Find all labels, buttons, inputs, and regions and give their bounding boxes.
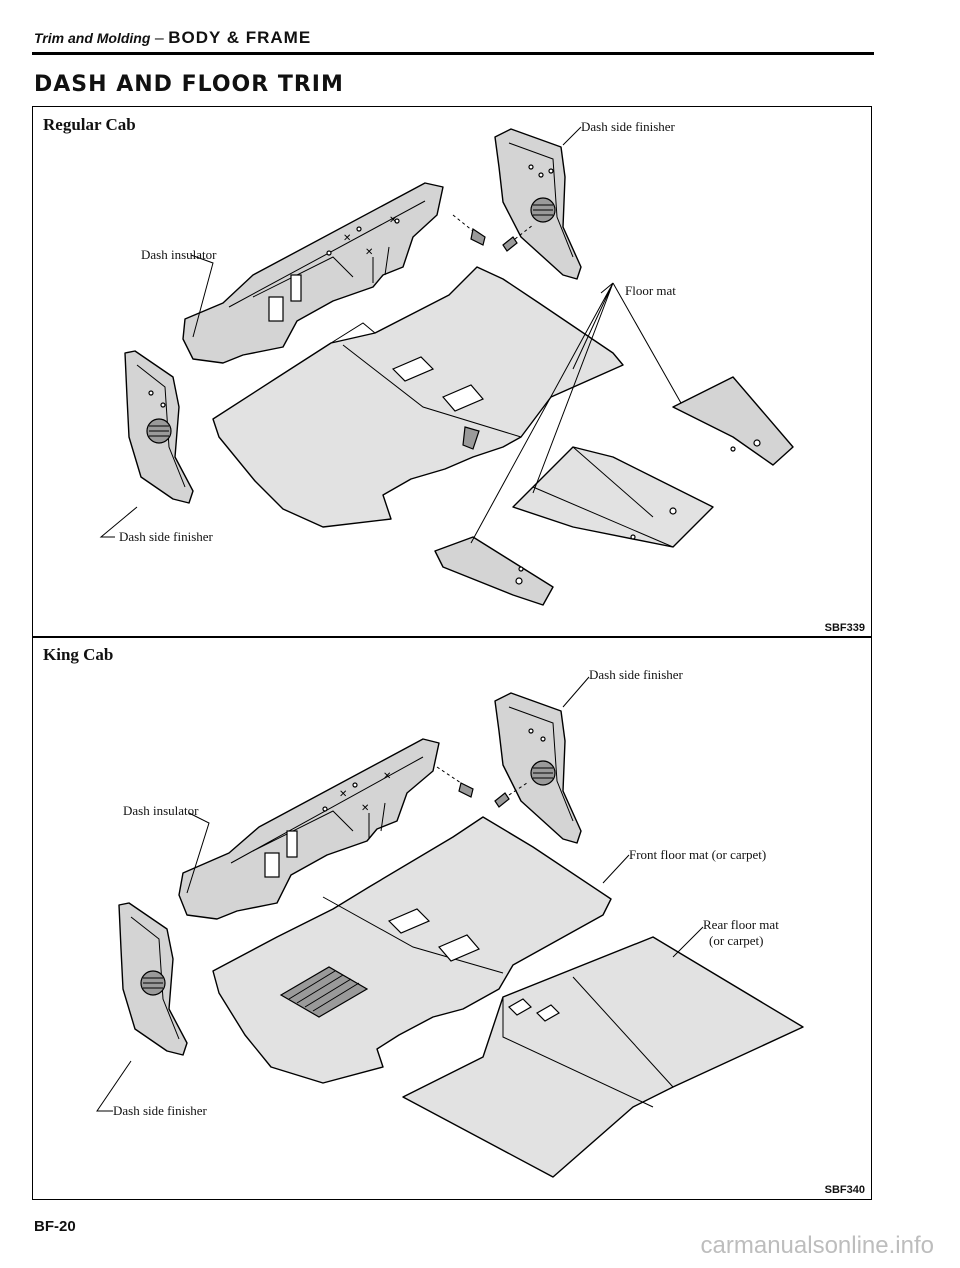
king-cab-panel: King Cab ✕ ✕ ✕ [32,636,872,1200]
callout-front-floor-mat: Front floor mat (or carpet) [629,847,767,862]
svg-text:✕: ✕ [361,803,369,814]
running-header: Trim and Molding – BODY & FRAME [34,28,311,48]
header-rule [32,52,874,55]
page-number: BF-20 [34,1218,76,1235]
callout-floor-mat: Floor mat [625,283,676,298]
callout-dash-side-finisher-left-2: Dash side finisher [113,1103,207,1118]
front-floor-mat-part [212,266,624,528]
dash-side-finisher-right-part-2 [494,692,582,844]
svg-text:✕: ✕ [383,771,391,782]
page-title: DASH AND FLOOR TRIM [34,72,344,97]
callout-dash-insulator-2: Dash insulator [123,803,199,818]
regular-cab-panel: Regular Cab ✕ ✕ ✕ [32,106,872,638]
callout-dash-side-finisher-right: Dash side finisher [581,119,675,134]
callout-dash-side-finisher-right-2: Dash side finisher [589,667,683,682]
callout-dash-side-finisher-left: Dash side finisher [119,529,213,544]
callout-rear-floor-mat-line2: (or carpet) [709,933,764,948]
dash-insulator-part-2: ✕ ✕ ✕ [178,738,440,920]
watermark: carmanualsonline.info [700,1232,934,1259]
king-cab-diagram: ✕ ✕ ✕ [96,676,804,1178]
rear-floor-mat-parts [434,376,794,606]
callout-rear-floor-mat-line1: Rear floor mat [703,917,779,932]
dash-side-finisher-left-part [124,350,194,504]
panel-label-regular-cab: Regular Cab [43,115,136,134]
dash-side-finisher-right-part [494,128,582,280]
figure-ref-king-cab: SBF340 [824,1184,865,1196]
regular-cab-diagram: ✕ ✕ ✕ [99,126,794,606]
front-floor-mat-part-2 [212,816,612,1084]
svg-text:✕: ✕ [365,247,373,258]
header-separator: – [150,30,169,47]
rear-floor-mat-part-2 [402,936,804,1178]
leader-lines-2 [96,676,704,1112]
clip-parts [452,214,534,252]
svg-text:✕: ✕ [389,215,397,226]
panel-label-king-cab: King Cab [43,645,114,664]
svg-text:✕: ✕ [343,233,351,244]
callout-dash-insulator: Dash insulator [141,247,217,262]
svg-text:✕: ✕ [339,789,347,800]
leader-lines [99,126,682,544]
dash-insulator-part: ✕ ✕ ✕ [182,182,444,364]
header-title: BODY & FRAME [168,28,312,47]
header-section: Trim and Molding [34,30,151,46]
clip-parts-2 [436,766,528,808]
figure-ref-regular-cab: SBF339 [824,622,865,634]
dash-side-finisher-left-part-2 [118,902,188,1056]
